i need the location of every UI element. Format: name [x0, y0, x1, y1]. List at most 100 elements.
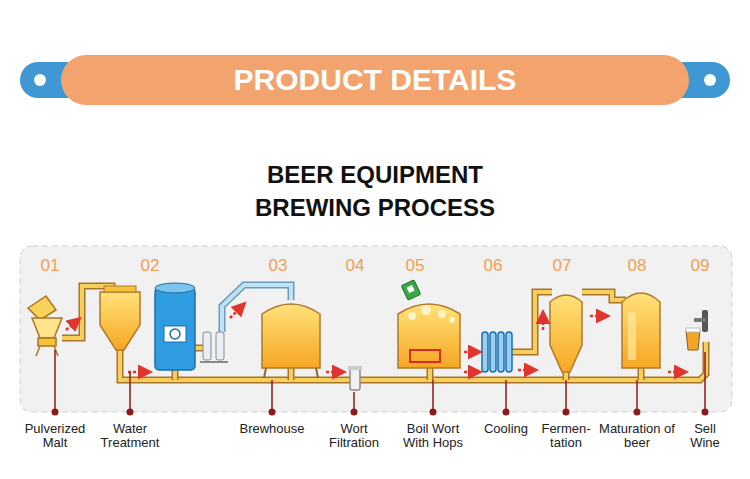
flow-arrows-part	[542, 314, 545, 330]
leader-lines-part	[505, 380, 507, 410]
step-number: 03	[258, 256, 298, 276]
leader-lines-part	[351, 409, 358, 416]
header-band: PRODUCT DETAILS	[61, 55, 689, 105]
water-treatment-part	[203, 332, 211, 360]
boil-kettle-part	[401, 280, 420, 300]
leader-lines-part	[503, 409, 510, 416]
malt-mill-part	[28, 296, 56, 320]
boil-kettle-part	[408, 312, 416, 320]
pipes-part	[582, 292, 626, 300]
step-number: 08	[617, 256, 657, 276]
brewhouse-tank	[262, 304, 320, 378]
maturation-tank	[622, 293, 660, 368]
pipes-part	[582, 292, 626, 300]
flow-arrows-part	[326, 371, 342, 374]
water-treatment-part	[155, 283, 195, 293]
header-bar-part	[34, 74, 46, 86]
water-treatment-part	[216, 332, 224, 360]
step-label: Wort Filtration	[318, 422, 390, 450]
leader-lines	[52, 350, 709, 416]
boil-kettle-part	[438, 310, 446, 318]
leader-lines-part	[636, 380, 638, 410]
beer-tap	[686, 310, 708, 350]
fermenter-part	[550, 295, 582, 372]
step-label: Boil Wort With Hops	[396, 422, 470, 450]
header-bar-part	[704, 74, 716, 86]
water-treatment	[100, 283, 228, 370]
leader-lines-part	[127, 409, 134, 416]
step-number: 05	[395, 256, 435, 276]
step-label: Maturation of beer	[599, 422, 675, 450]
fermenter	[550, 295, 582, 372]
water-treatment-part	[104, 286, 136, 292]
heat-exchanger-part	[482, 332, 488, 372]
leader-lines-part	[432, 380, 434, 410]
heat-exchanger-part	[490, 332, 496, 372]
leader-lines-part	[271, 380, 273, 410]
step-label: Water Treatment	[94, 422, 166, 450]
maturation-tank-part	[628, 312, 636, 360]
leader-lines-part	[702, 409, 709, 416]
boil-kettle-part	[421, 305, 431, 315]
step-label: Cooling	[474, 422, 538, 436]
flow-arrows-part	[590, 315, 606, 318]
maturation-tank-part	[622, 293, 660, 368]
water-treatment-part	[155, 288, 195, 370]
leader-lines-part	[54, 350, 56, 410]
leader-lines-part	[430, 409, 437, 416]
brewhouse-tank-part	[264, 368, 266, 378]
heat-exchanger	[482, 332, 512, 372]
heat-exchanger-part	[506, 332, 512, 372]
beer-tap-part	[694, 318, 706, 322]
leader-lines-part	[634, 409, 641, 416]
step-number: 04	[335, 256, 375, 276]
boil-kettle-part	[398, 304, 460, 368]
leader-lines-part	[52, 409, 59, 416]
boil-kettle-part	[410, 350, 440, 362]
beer-tap-part	[686, 330, 700, 350]
beer-tap-part	[686, 328, 700, 332]
flow-arrows-part	[464, 351, 478, 354]
water-treatment-part	[200, 361, 228, 363]
step-label: Pulverized Malt	[19, 422, 91, 450]
flow-arrows-part	[668, 371, 684, 374]
flow-arrows-part	[518, 369, 534, 372]
flow-arrows-part	[128, 371, 148, 374]
malt-mill-part	[38, 338, 56, 346]
leader-lines-part	[704, 352, 706, 410]
step-number: 01	[30, 256, 70, 276]
step-number: 09	[680, 256, 720, 276]
water-treatment-part	[100, 292, 140, 350]
pipes-part	[512, 292, 552, 352]
flow-arrows-part	[464, 371, 478, 374]
step-label: Sell Wine	[685, 422, 725, 450]
heat-exchanger-part	[498, 332, 504, 372]
wort-filter	[348, 366, 362, 390]
wort-filter-part	[350, 368, 360, 390]
step-number: 07	[542, 256, 582, 276]
flow-arrows-part	[66, 320, 78, 330]
leader-lines-part	[269, 409, 276, 416]
step-number: 02	[130, 256, 170, 276]
brewhouse-tank-part	[316, 368, 318, 378]
malt-mill	[28, 296, 62, 356]
page-title: BEER EQUIPMENT BREWING PROCESS	[244, 158, 506, 224]
brewhouse-tank-part	[262, 304, 320, 368]
malt-mill-part	[32, 318, 62, 338]
pipes	[62, 285, 706, 380]
water-treatment-part	[170, 329, 180, 339]
pipes-part	[512, 292, 552, 352]
boil-kettle	[398, 280, 460, 368]
flow-arrows	[66, 305, 684, 372]
boil-kettle-part	[407, 285, 415, 293]
process-panel-part	[20, 246, 732, 412]
leader-lines-part	[129, 372, 131, 410]
step-label: Brewhouse	[230, 422, 314, 436]
flow-arrows-part	[230, 305, 243, 318]
wort-filter-part	[348, 366, 362, 370]
process-panel	[20, 246, 732, 412]
header-text: PRODUCT DETAILS	[234, 63, 517, 96]
leader-lines-part	[563, 409, 570, 416]
leader-lines-part	[353, 392, 355, 410]
